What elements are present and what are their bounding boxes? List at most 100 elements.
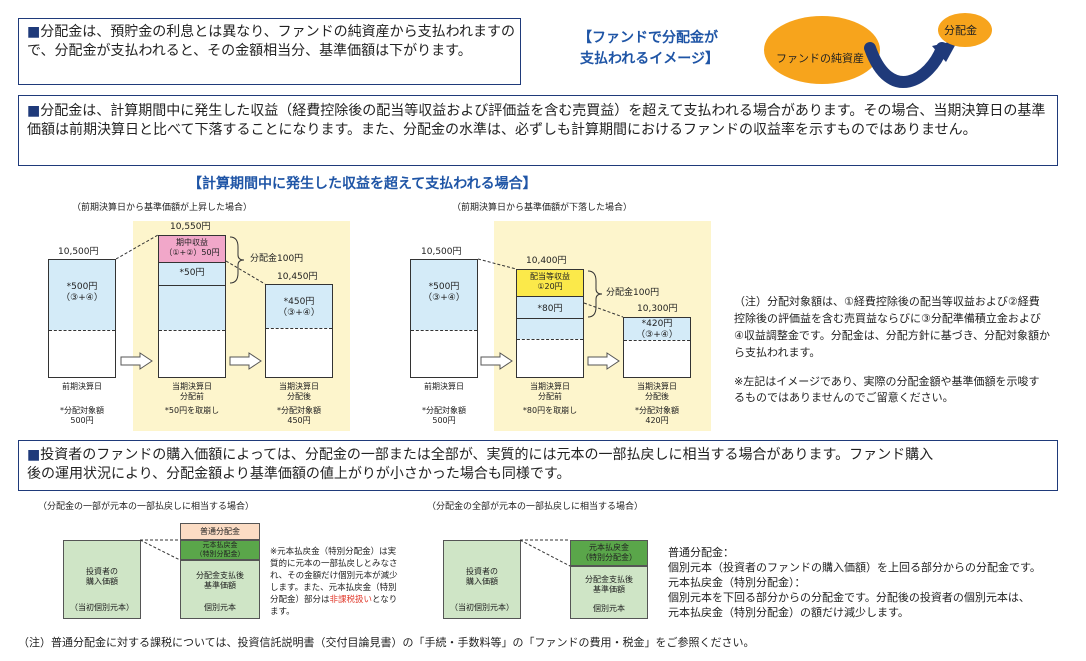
left-bar1-dash — [49, 330, 115, 331]
principal-box: ■投資者のファンドの購入価額によっては、分配金の一部または全部が、実質的には元本… — [18, 440, 1058, 491]
full-after-sub: 個別元本 — [593, 604, 625, 613]
part-investor-sub: （当初個別元本） — [70, 603, 134, 612]
right-f2: *80円を取崩し — [522, 406, 578, 415]
right-v3: 10,300円 — [637, 304, 678, 314]
excess-text-wrap: ■分配金は、計算期間中に発生した収益（経費控除後の配当等収益および評価益を含む売… — [27, 102, 1051, 140]
section-title: 【計算期間中に発生した収益を超えて支払われる場合】 — [188, 176, 537, 192]
right-f1: *分配対象額 500円 — [422, 406, 466, 425]
right-bar1: *500円 （③+④） — [410, 259, 478, 378]
part-note-b: 非課税扱い — [329, 595, 373, 605]
part-after-label: 分配金支払後 基準価額 — [196, 571, 244, 590]
right-brace — [587, 270, 603, 318]
right-bar2: 配当等収益 ①20円 *80円 — [516, 269, 584, 378]
right-f3: *分配対象額 420円 — [635, 406, 679, 425]
left-f3: *分配対象額 450円 — [277, 406, 321, 425]
full-case-title: （分配金の全部が元本の一部払戻しに相当する場合） — [427, 502, 644, 512]
left-cap1: 前期決算日 — [62, 382, 102, 391]
dist-ellipse — [938, 13, 992, 47]
full-investor-box: 投資者の 購入価額 （当初個別元本） — [443, 540, 521, 619]
image-title-line1: 【ファンドで分配金が — [578, 30, 718, 46]
part-after-sub: 個別元本 — [204, 603, 236, 612]
full-after-label: 分配金支払後 基準価額 — [585, 575, 633, 594]
curve-arrow — [864, 42, 948, 88]
left-dist-label: 分配金100円 — [250, 254, 304, 264]
part-normal-block: 普通分配金 — [180, 523, 260, 540]
right-case-title: （前期決算日から基準価額が下落した場合） — [452, 203, 633, 213]
def-line3: 元本払戻金（特別分配金）： — [668, 576, 806, 589]
part-dashed-lines — [140, 539, 181, 561]
dist-label: 分配金 — [944, 24, 977, 37]
part-after-box: 分配金支払後 基準価額 個別元本 — [180, 560, 260, 619]
left-bar2-fill — [159, 263, 225, 330]
left-bar3: *450円 （③+④） — [265, 284, 333, 378]
left-bar1: *500円 （③+④） — [48, 259, 116, 378]
definitions: 普通分配金： 個別元本（投資者のファンドの購入価額）を上回る部分からの分配金です… — [668, 545, 1068, 620]
left-f2: *50円を取崩し — [164, 406, 220, 415]
excess-text: 分配金は、計算期間中に発生した収益（経費控除後の配当等収益および評価益を含む売買… — [27, 103, 1046, 138]
left-arrow-2-icon — [229, 352, 262, 370]
left-bar3-fill — [266, 285, 332, 328]
fund-assets-ellipse — [764, 16, 880, 84]
right-bar1-dash — [411, 330, 477, 331]
right-dist-label: 分配金100円 — [606, 288, 660, 298]
left-star50: *50円 — [179, 268, 205, 278]
left-dashed-lines — [116, 234, 266, 285]
def-line1: 普通分配金： — [668, 546, 734, 559]
right-v1: 10,500円 — [421, 247, 462, 257]
full-after-box: 分配金支払後 基準価額 個別元本 — [570, 566, 648, 619]
left-bar2-line — [159, 285, 225, 286]
right-bar3-fill — [624, 318, 690, 340]
right-bar2-line — [517, 318, 583, 319]
left-case-title: （前期決算日から基準価額が上昇した場合） — [72, 203, 253, 213]
right-arrow-1-icon — [480, 352, 513, 370]
part-investor-label: 投資者の 購入価額 — [86, 567, 118, 586]
left-bar1-text: *500円 （③+④） — [61, 282, 103, 303]
left-bar2: 期中収益 （①+②）50円 *50円 — [158, 235, 226, 378]
right-cap3: 当期決算日 分配後 — [637, 382, 677, 401]
right-cap2: 当期決算日 分配前 — [530, 382, 570, 401]
part-special-block: 元本払戻金 （特別分配金） — [180, 540, 260, 560]
left-v2: 10,550円 — [170, 222, 211, 232]
full-special-block: 元本払戻金 （特別分配金） — [570, 540, 648, 566]
right-bar3-text: *420円 （③+④） — [636, 319, 678, 340]
image-title: 【ファンドで分配金が 支払われるイメージ】 — [578, 28, 719, 70]
part-note: ※元本払戻金（特別分配金）は実質的に元本の一部払戻しとみなされ、その金額だけ個別… — [270, 546, 402, 618]
principal-text: 投資者のファンドの購入価額によっては、分配金の一部または全部が、実質的には元本の… — [27, 447, 934, 482]
part-case-title: （分配金の一部が元本の一部払戻しに相当する場合） — [38, 502, 255, 512]
right-income-block — [517, 270, 583, 297]
note-image: ※左記はイメージであり、実際の分配金額や基準価額を示唆するものではありませんので… — [734, 375, 1040, 404]
right-bar3-dash — [624, 340, 690, 341]
right-dashed-lines — [478, 258, 624, 318]
right-v2: 10,400円 — [526, 256, 567, 266]
full-investor-label: 投資者の 購入価額 — [466, 567, 498, 586]
right-cap1: 前期決算日 — [424, 382, 464, 391]
left-bar2-dash — [159, 330, 225, 331]
square-marker-icon: ■ — [27, 103, 41, 119]
part-note-a: ※元本払戻金（特別分配金）は実質的に元本の一部払戻しとみなされ、その金額だけ個別… — [270, 547, 398, 605]
left-bar3-dash — [266, 328, 332, 329]
footer-note: （注）普通分配金に対する課税については、投資信託説明書（交付目論見書）の「手続・… — [18, 636, 755, 649]
right-bar2-dash — [517, 339, 583, 340]
right-bar1-fill — [411, 260, 477, 330]
left-arrow-1-icon — [120, 352, 153, 370]
part-note-c: となります。 — [270, 595, 398, 617]
def-line2: 個別元本（投資者のファンドの購入価額）を上回る部分からの分配金です。 — [668, 561, 1041, 574]
left-v3: 10,450円 — [277, 272, 318, 282]
right-bar3: *420円 （③+④） — [623, 317, 691, 378]
right-star80: *80円 — [537, 304, 563, 314]
fund-image — [764, 13, 992, 88]
full-special-label: 元本払戻金 （特別分配金） — [581, 543, 637, 562]
intro-text: 分配金は、預貯金の利息とは異なり、ファンドの純資産から支払われますので、分配金が… — [27, 24, 515, 59]
full-investor-sub: （当初個別元本） — [450, 603, 514, 612]
left-f1: *分配対象額 500円 — [60, 406, 104, 425]
square-marker-icon: ■ — [27, 24, 41, 40]
part-investor-box: 投資者の 購入価額 （当初個別元本） — [63, 540, 141, 619]
principal-text-wrap: ■投資者のファンドの購入価額によっては、分配金の一部または全部が、実質的には元本… — [27, 446, 947, 484]
excess-box: ■分配金は、計算期間中に発生した収益（経費控除後の配当等収益および評価益を含む売… — [18, 95, 1058, 166]
left-cap2: 当期決算日 分配前 — [172, 382, 212, 401]
left-brace — [229, 236, 245, 284]
curve-arrow-head — [932, 40, 958, 62]
right-income-label: 配当等収益 ①20円 — [530, 272, 570, 291]
left-cap3: 当期決算日 分配後 — [279, 382, 319, 401]
image-title-line2: 支払われるイメージ】 — [580, 51, 720, 67]
